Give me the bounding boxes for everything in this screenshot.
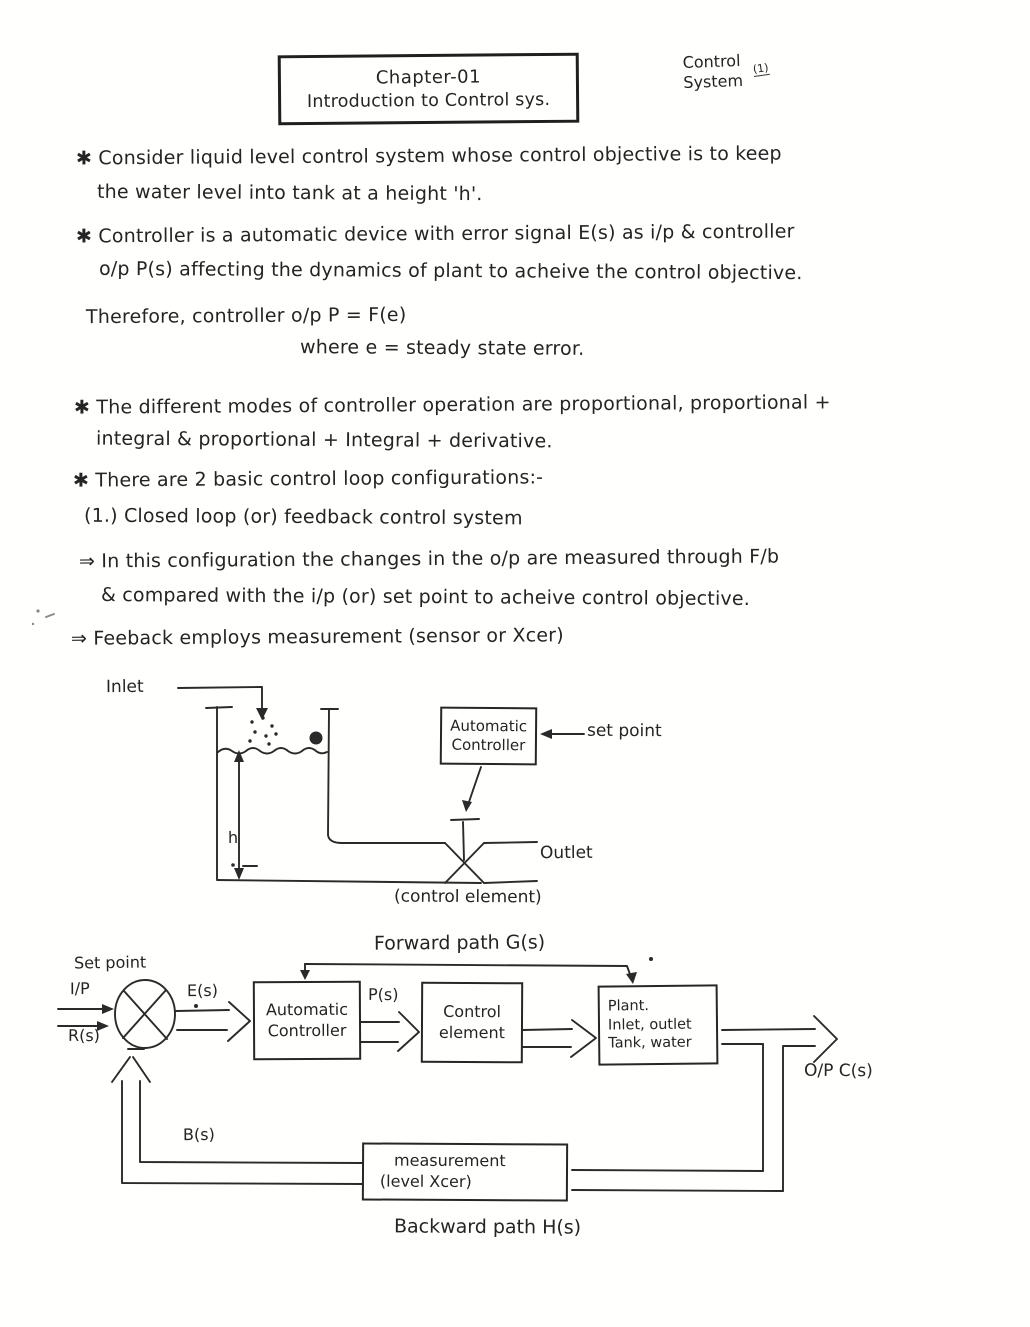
bd-output-label: O/P C(s) xyxy=(803,1060,873,1082)
bd-rs-label: R(s) xyxy=(67,1025,100,1046)
tank-control-element-caption: (control element) xyxy=(393,886,542,908)
tank-controller-line2: Controller xyxy=(451,735,526,755)
bd-measurement-box: measurement (level Xcer) xyxy=(361,1142,569,1202)
note-line-11: ⇒ In this configuration the changes in t… xyxy=(78,545,780,573)
bd-plant-line1: Plant. xyxy=(607,997,650,1015)
water-surface-icon xyxy=(217,747,328,755)
note-line-9: ✱ There are 2 basic control loop configu… xyxy=(72,466,544,492)
float-ball-icon xyxy=(309,731,323,745)
note-line-6: where e = steady state error. xyxy=(299,336,585,360)
bd-controller-line1: Automatic xyxy=(265,999,349,1019)
margin-smudge xyxy=(31,609,55,626)
bd-plant-box: Plant. Inlet, outlet Tank, water xyxy=(597,984,719,1066)
tank-height-label: h xyxy=(227,827,239,848)
note-line-12: & compared with the i/p (or) set point t… xyxy=(100,584,751,610)
bd-control-element-box: Control element xyxy=(420,981,524,1064)
valve-icon xyxy=(444,818,538,884)
tank-controller-line1: Automatic xyxy=(450,716,528,735)
note-line-3: ✱ Controller is a automatic device with … xyxy=(75,220,795,248)
tank-outlet-label: Outlet xyxy=(539,842,593,864)
bd-forward-path-label: Forward path G(s) xyxy=(373,931,546,955)
bd-measurement-line1: measurement xyxy=(394,1150,506,1171)
bd-input-label: I/P xyxy=(69,978,90,999)
note-line-8: integral & proportional + Integral + der… xyxy=(95,427,553,453)
corner-note-line2: System xyxy=(683,70,744,93)
note-line-7: ✱ The different modes of controller oper… xyxy=(73,391,831,419)
note-line-4: o/p P(s) affecting the dynamics of plant… xyxy=(98,257,803,285)
bd-plant-line3: Tank, water xyxy=(608,1035,692,1052)
note-line-1: ✱ Consider liquid level control system w… xyxy=(75,142,782,170)
bd-ps-label: P(s) xyxy=(367,984,399,1005)
bd-control-element-line1: Control xyxy=(443,1001,502,1021)
corner-note: Control System xyxy=(682,51,743,93)
chapter-number: Chapter-01 xyxy=(375,66,482,89)
bd-plant-line2: Inlet, outlet xyxy=(607,1016,692,1034)
note-line-10: (1.) Closed loop (or) feedback control s… xyxy=(83,504,523,530)
bd-automatic-controller-box: Automatic Controller xyxy=(252,980,362,1061)
bd-set-point-label: Set point xyxy=(73,952,147,973)
bd-es-label: E(s) xyxy=(186,980,219,1001)
chapter-title: Introduction to Control sys. xyxy=(306,89,551,113)
tank-inlet-label: Inlet xyxy=(105,676,144,698)
bd-backward-path-label: Backward path H(s) xyxy=(393,1215,582,1239)
chapter-title-box: Chapter-01 Introduction to Control sys. xyxy=(277,52,580,126)
tank-automatic-controller-box: Automatic Controller xyxy=(439,706,538,766)
bd-measurement-line2: (level Xcer) xyxy=(379,1171,472,1192)
height-arrow-icon xyxy=(231,750,258,880)
bd-bs-label: B(s) xyxy=(182,1124,215,1145)
water-drops-icon xyxy=(248,716,278,746)
corner-page-number: (1) xyxy=(752,60,770,78)
bd-control-element-line2: element xyxy=(438,1022,505,1042)
summing-junction-icon xyxy=(114,979,176,1050)
corner-note-line1: Control xyxy=(682,51,741,73)
note-line-5: Therefore, controller o/p P = F(e) xyxy=(85,303,407,329)
bd-controller-line2: Controller xyxy=(267,1020,347,1040)
tank-set-point-label: set point xyxy=(586,720,662,742)
note-line-2: the water level into tank at a height 'h… xyxy=(96,180,483,206)
note-line-13: ⇒ Feeback employs measurement (sensor or… xyxy=(70,624,564,650)
